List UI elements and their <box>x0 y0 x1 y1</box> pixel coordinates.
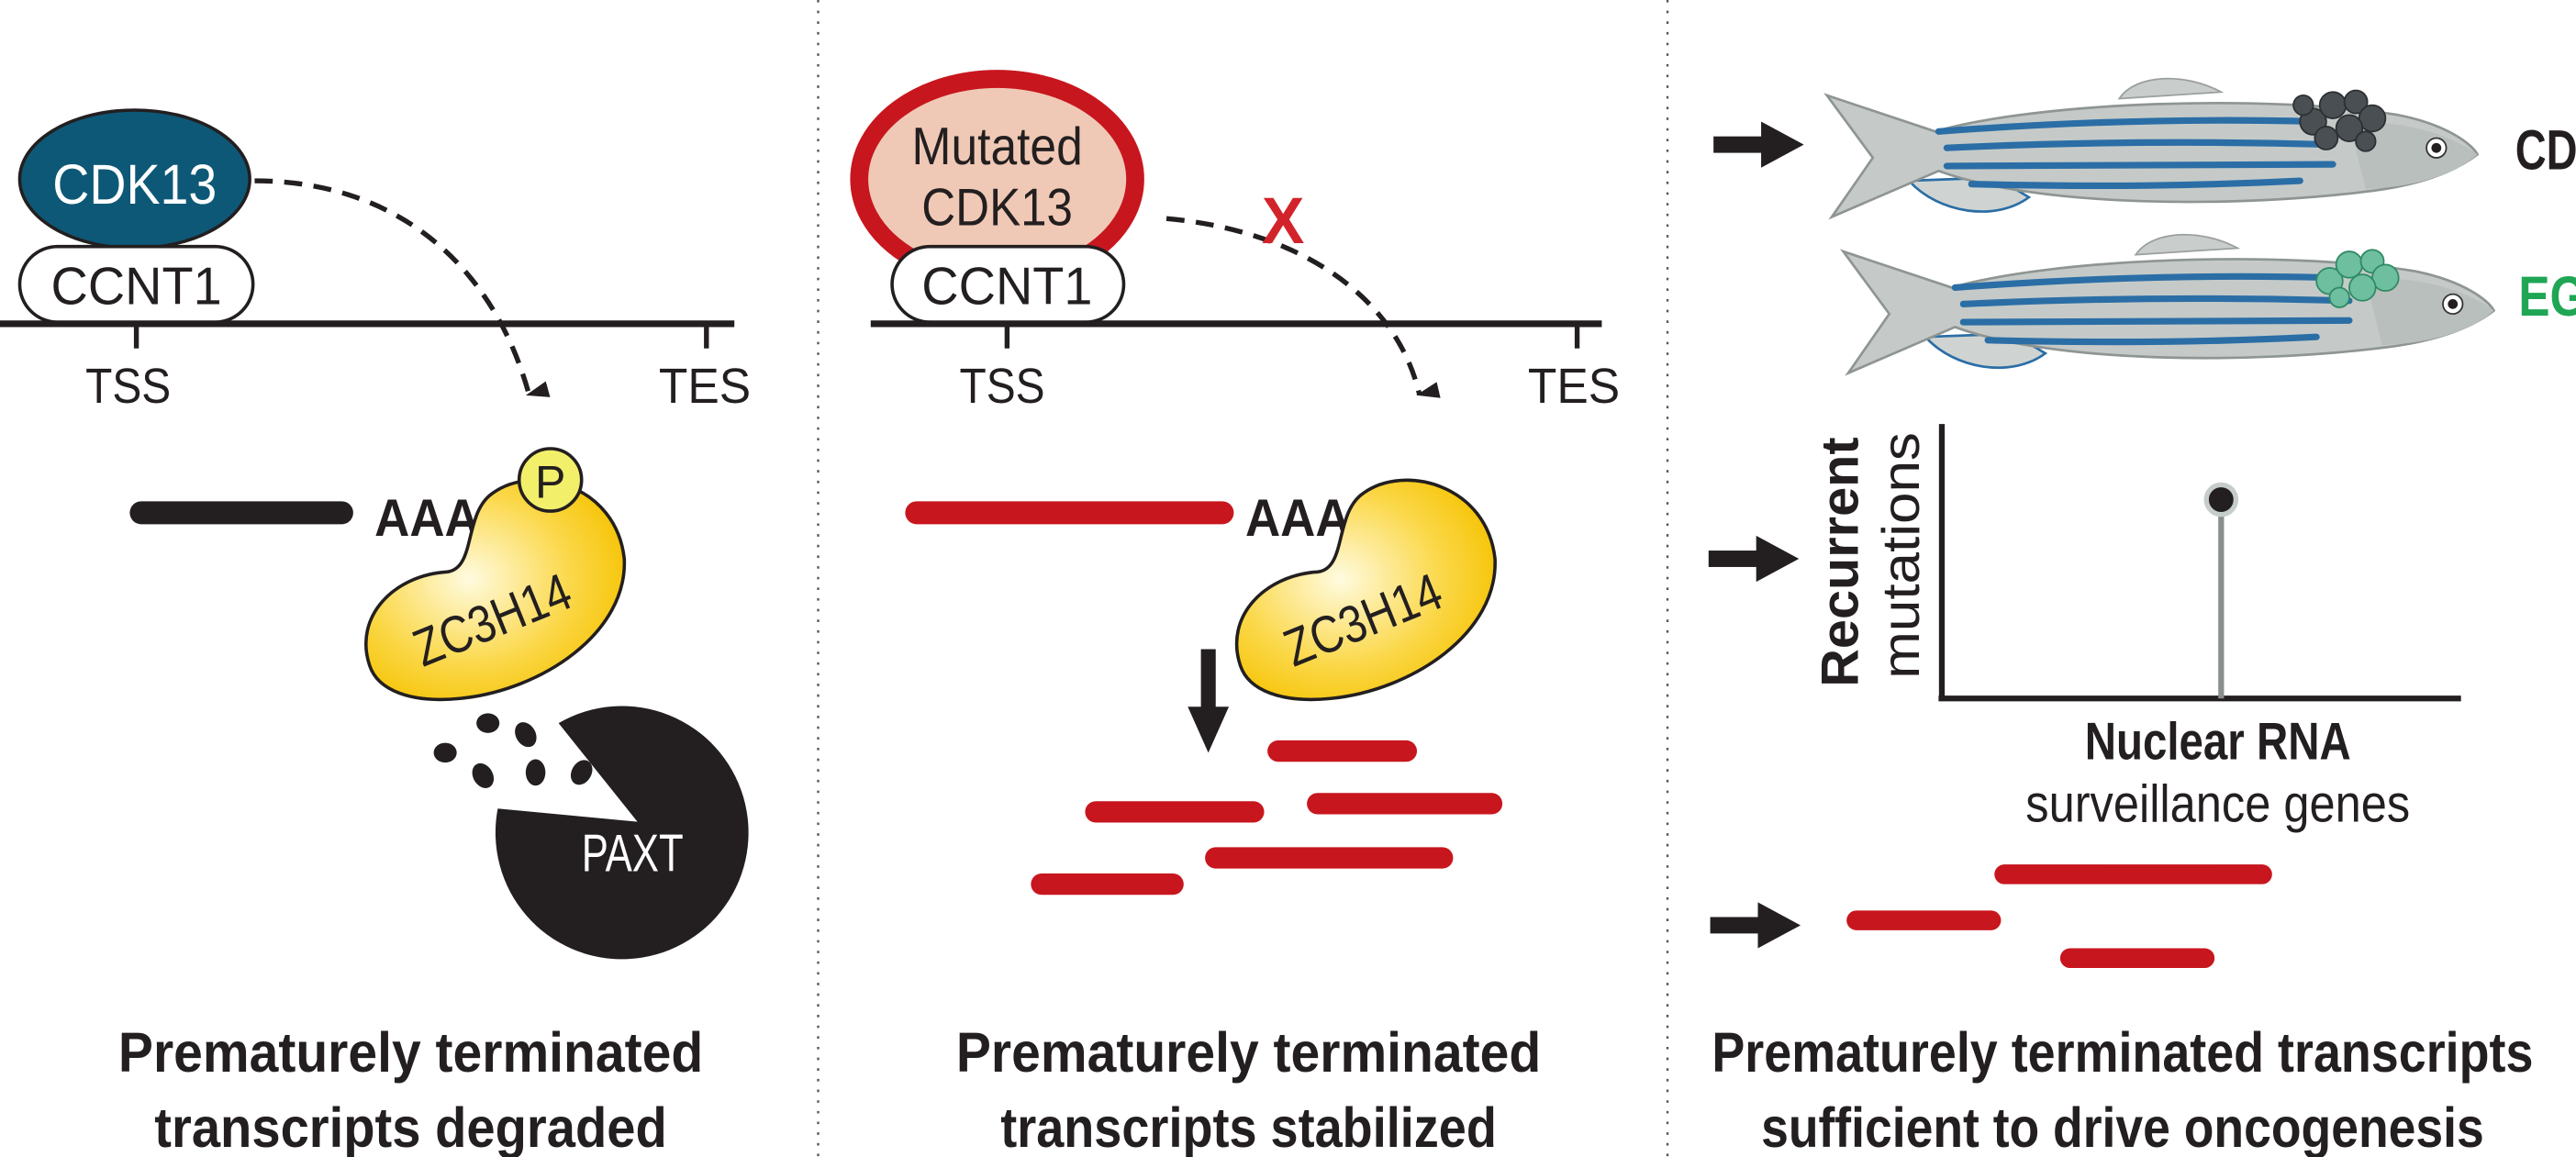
paxt-complex <box>495 706 749 960</box>
phospho-label: P <box>535 457 565 508</box>
caption-left-line1: Prematurely terminated <box>118 1021 703 1084</box>
tes-label: TES <box>659 359 751 414</box>
ccnt1-label: CCNT1 <box>50 257 221 316</box>
caption-left-line2: transcripts degraded <box>154 1096 667 1157</box>
panel-middle: X TSS TES Mutated CDK13 CCNT1 AAA ZC3H14… <box>850 70 1620 1157</box>
blocked-x-mark: X <box>1262 184 1305 258</box>
lollipop-head <box>2203 482 2239 517</box>
tes-label: TES <box>1528 359 1620 414</box>
tss-label: TSS <box>959 359 1044 414</box>
arrow-right-icon <box>1708 535 1800 583</box>
y-axis-label-line1: Recurrent <box>1812 437 1870 686</box>
oncogenic-transcripts <box>1846 864 2272 969</box>
ccnt1-label: CCNT1 <box>921 257 1092 316</box>
zebrafish-egfp-control <box>1839 233 2496 376</box>
zc3h14-protein <box>1234 478 1497 702</box>
caption-right-line1: Prematurely terminated transcripts <box>1712 1021 2533 1084</box>
panel-left: TSS TES CDK13 CCNT1 AAA ZC3H14 P PAXT Pr… <box>0 108 751 1157</box>
fish-ctrl-label: EGFP <box>2518 265 2576 328</box>
dashed-arrow-blocked <box>1165 216 1441 398</box>
x-axis-label-line1: Nuclear RNA <box>2085 713 2351 772</box>
x-axis-label-line2: surveillance genes <box>2025 775 2410 834</box>
paxt-label: PAXT <box>582 824 684 883</box>
ccnt1-box <box>890 244 1126 324</box>
mutated-cdk13-label-line1: Mutated <box>912 117 1083 176</box>
degraded-fragments <box>433 713 593 788</box>
polya-label: AAA <box>374 489 480 548</box>
arrow-right-icon <box>1710 902 1801 949</box>
zebrafish-cdk13-mutant <box>1823 77 2480 220</box>
tumor-dark <box>2292 89 2387 152</box>
caption-middle-line1: Prematurely terminated <box>956 1021 1541 1084</box>
ccnt1-box <box>17 244 255 324</box>
arrow-right-icon <box>1713 121 1804 168</box>
y-axis-label-line2: mutations <box>1872 432 1931 679</box>
panel-right: CDK13 mut EGFP <box>1708 77 2576 1157</box>
caption-right-line2: sufficient to drive oncogenesis <box>1761 1096 2484 1157</box>
polya-label: AAA <box>1245 489 1351 548</box>
tss-label: TSS <box>85 359 171 414</box>
fish-mut-label: CDK13 <box>2515 118 2576 181</box>
phospho-circle <box>517 447 584 513</box>
cdk13-label: CDK13 <box>52 153 217 216</box>
dashed-arrow <box>254 178 551 397</box>
mutated-cdk13-label-line2: CDK13 <box>921 178 1073 237</box>
caption-middle-line2: transcripts stabilized <box>1000 1096 1497 1157</box>
stabilized-transcripts <box>1031 740 1503 896</box>
mutation-chart: Recurrent mutations Nuclear RNA surveill… <box>1812 424 2461 834</box>
tumor-green <box>2315 249 2400 308</box>
down-arrow-icon <box>1188 649 1230 753</box>
